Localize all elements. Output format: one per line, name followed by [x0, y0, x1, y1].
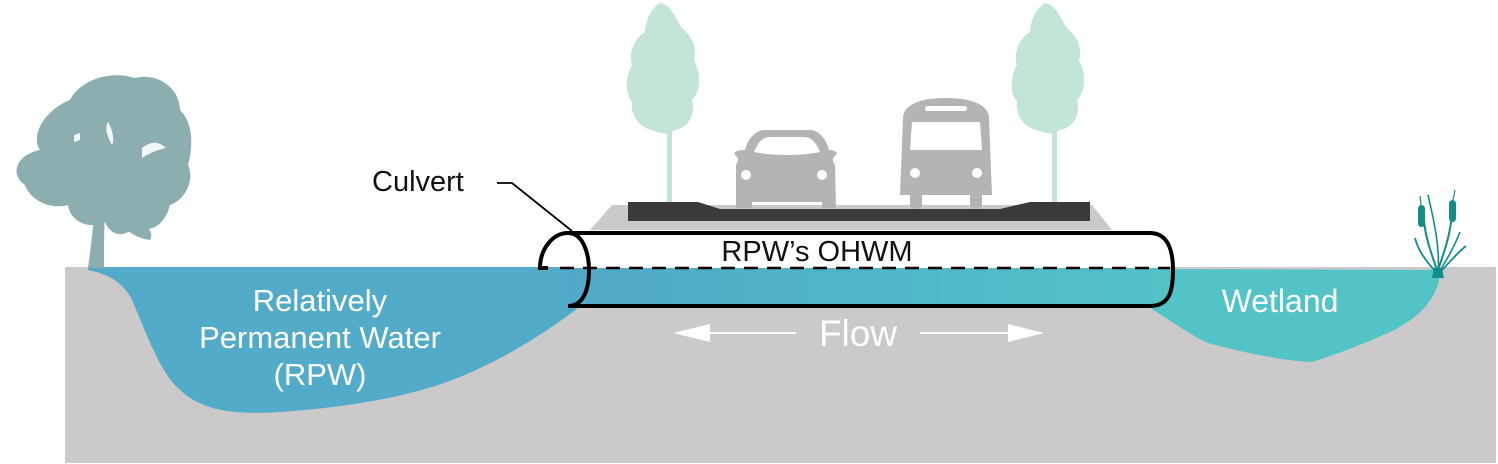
bidirectional-arrow-icon: [673, 324, 1044, 342]
tree-highlights: [74, 122, 166, 158]
street-tree-icon: [626, 3, 700, 202]
deciduous-tree-icon: [16, 75, 192, 268]
car-icon: [734, 130, 837, 208]
culvert-interior: [565, 233, 1167, 268]
culvert-leader-line: [497, 182, 573, 232]
rpw-label: Relatively Permanent Water (RPW): [150, 282, 490, 393]
flow-label: Flow: [818, 313, 898, 354]
ohwm-label-text: RPW’s OHWM: [721, 236, 913, 268]
ohwm-label: RPW’s OHWM: [0, 236, 1498, 269]
rpw-label-line-1: Relatively: [252, 283, 388, 318]
cattail-icon: [1414, 189, 1467, 278]
rpw-label-line-2: Permanent Water: [199, 320, 441, 355]
wetland-label: Wetland: [1221, 283, 1339, 319]
culvert-label: Culvert: [372, 166, 464, 198]
road-surface: [628, 202, 1090, 221]
culvert-water: [565, 268, 1167, 306]
rpw-label-line-3: (RPW): [273, 357, 367, 392]
street-tree-icon: [1011, 3, 1085, 202]
bus-icon: [900, 98, 992, 209]
culvert-pipe: [537, 231, 1176, 308]
rpw-water: [88, 267, 600, 413]
wetland-water: [1140, 269, 1440, 362]
